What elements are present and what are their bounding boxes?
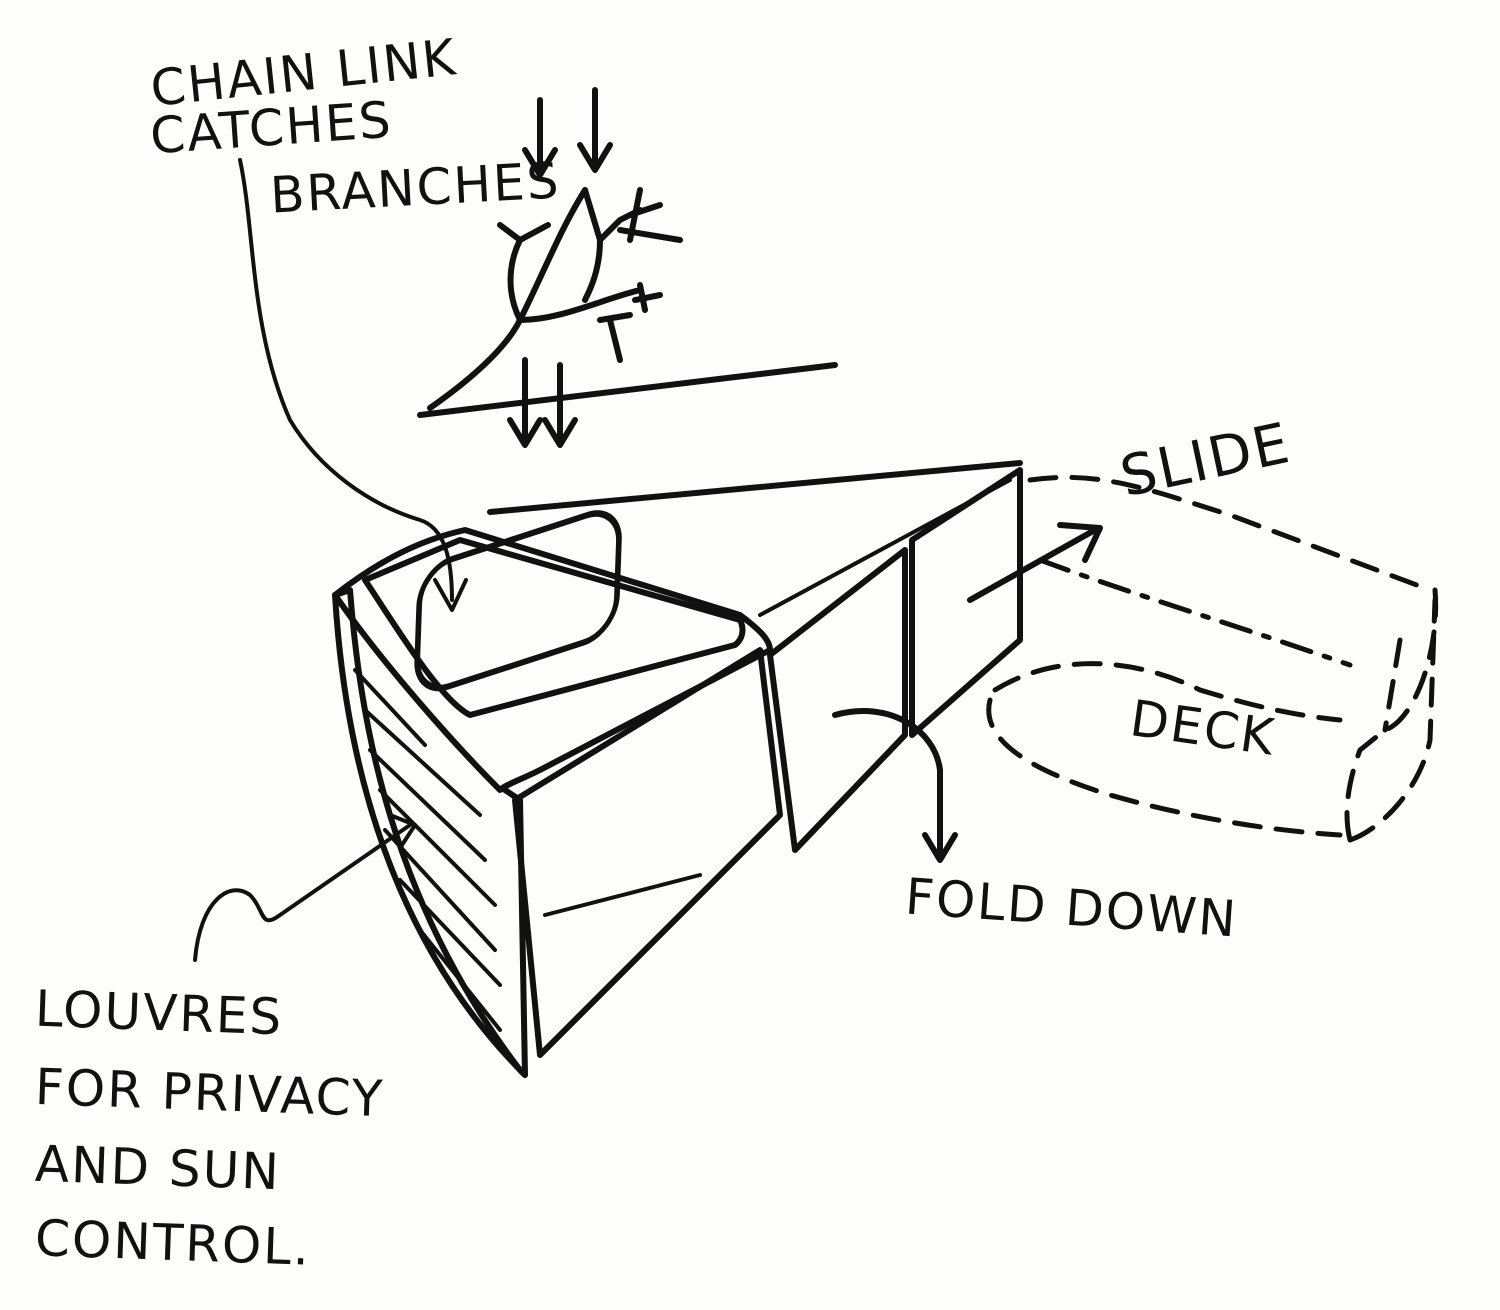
down-arrows-top [507, 87, 613, 448]
label-louvres-line3: AND SUN [34, 1134, 282, 1202]
box-front-face-1 [512, 647, 783, 1058]
chain-link-leader [238, 158, 454, 602]
label-louvres-line4: CONTROL. [34, 1209, 312, 1277]
louvres-leader [193, 813, 417, 962]
box-front-face-2 [767, 547, 908, 853]
tree-branches [427, 187, 683, 411]
label-louvres-line2: FOR PRIVACY [34, 1057, 386, 1129]
box-front-face-3 [909, 467, 1023, 738]
louvre-lines [353, 668, 502, 1032]
skylight [414, 510, 622, 692]
deck-outline-dashed [986, 474, 1439, 843]
box-left-face [332, 587, 528, 1078]
chain-link-panel [362, 537, 746, 718]
chain-link-arrowhead [433, 578, 468, 612]
fold-down-arrow [832, 708, 958, 863]
roof-back-line [487, 460, 1023, 515]
label-louvres-line1: LOUVRES [34, 979, 285, 1047]
slide-arrow [967, 522, 1103, 603]
horizon-line [417, 362, 838, 418]
box-top-outline [332, 527, 773, 793]
